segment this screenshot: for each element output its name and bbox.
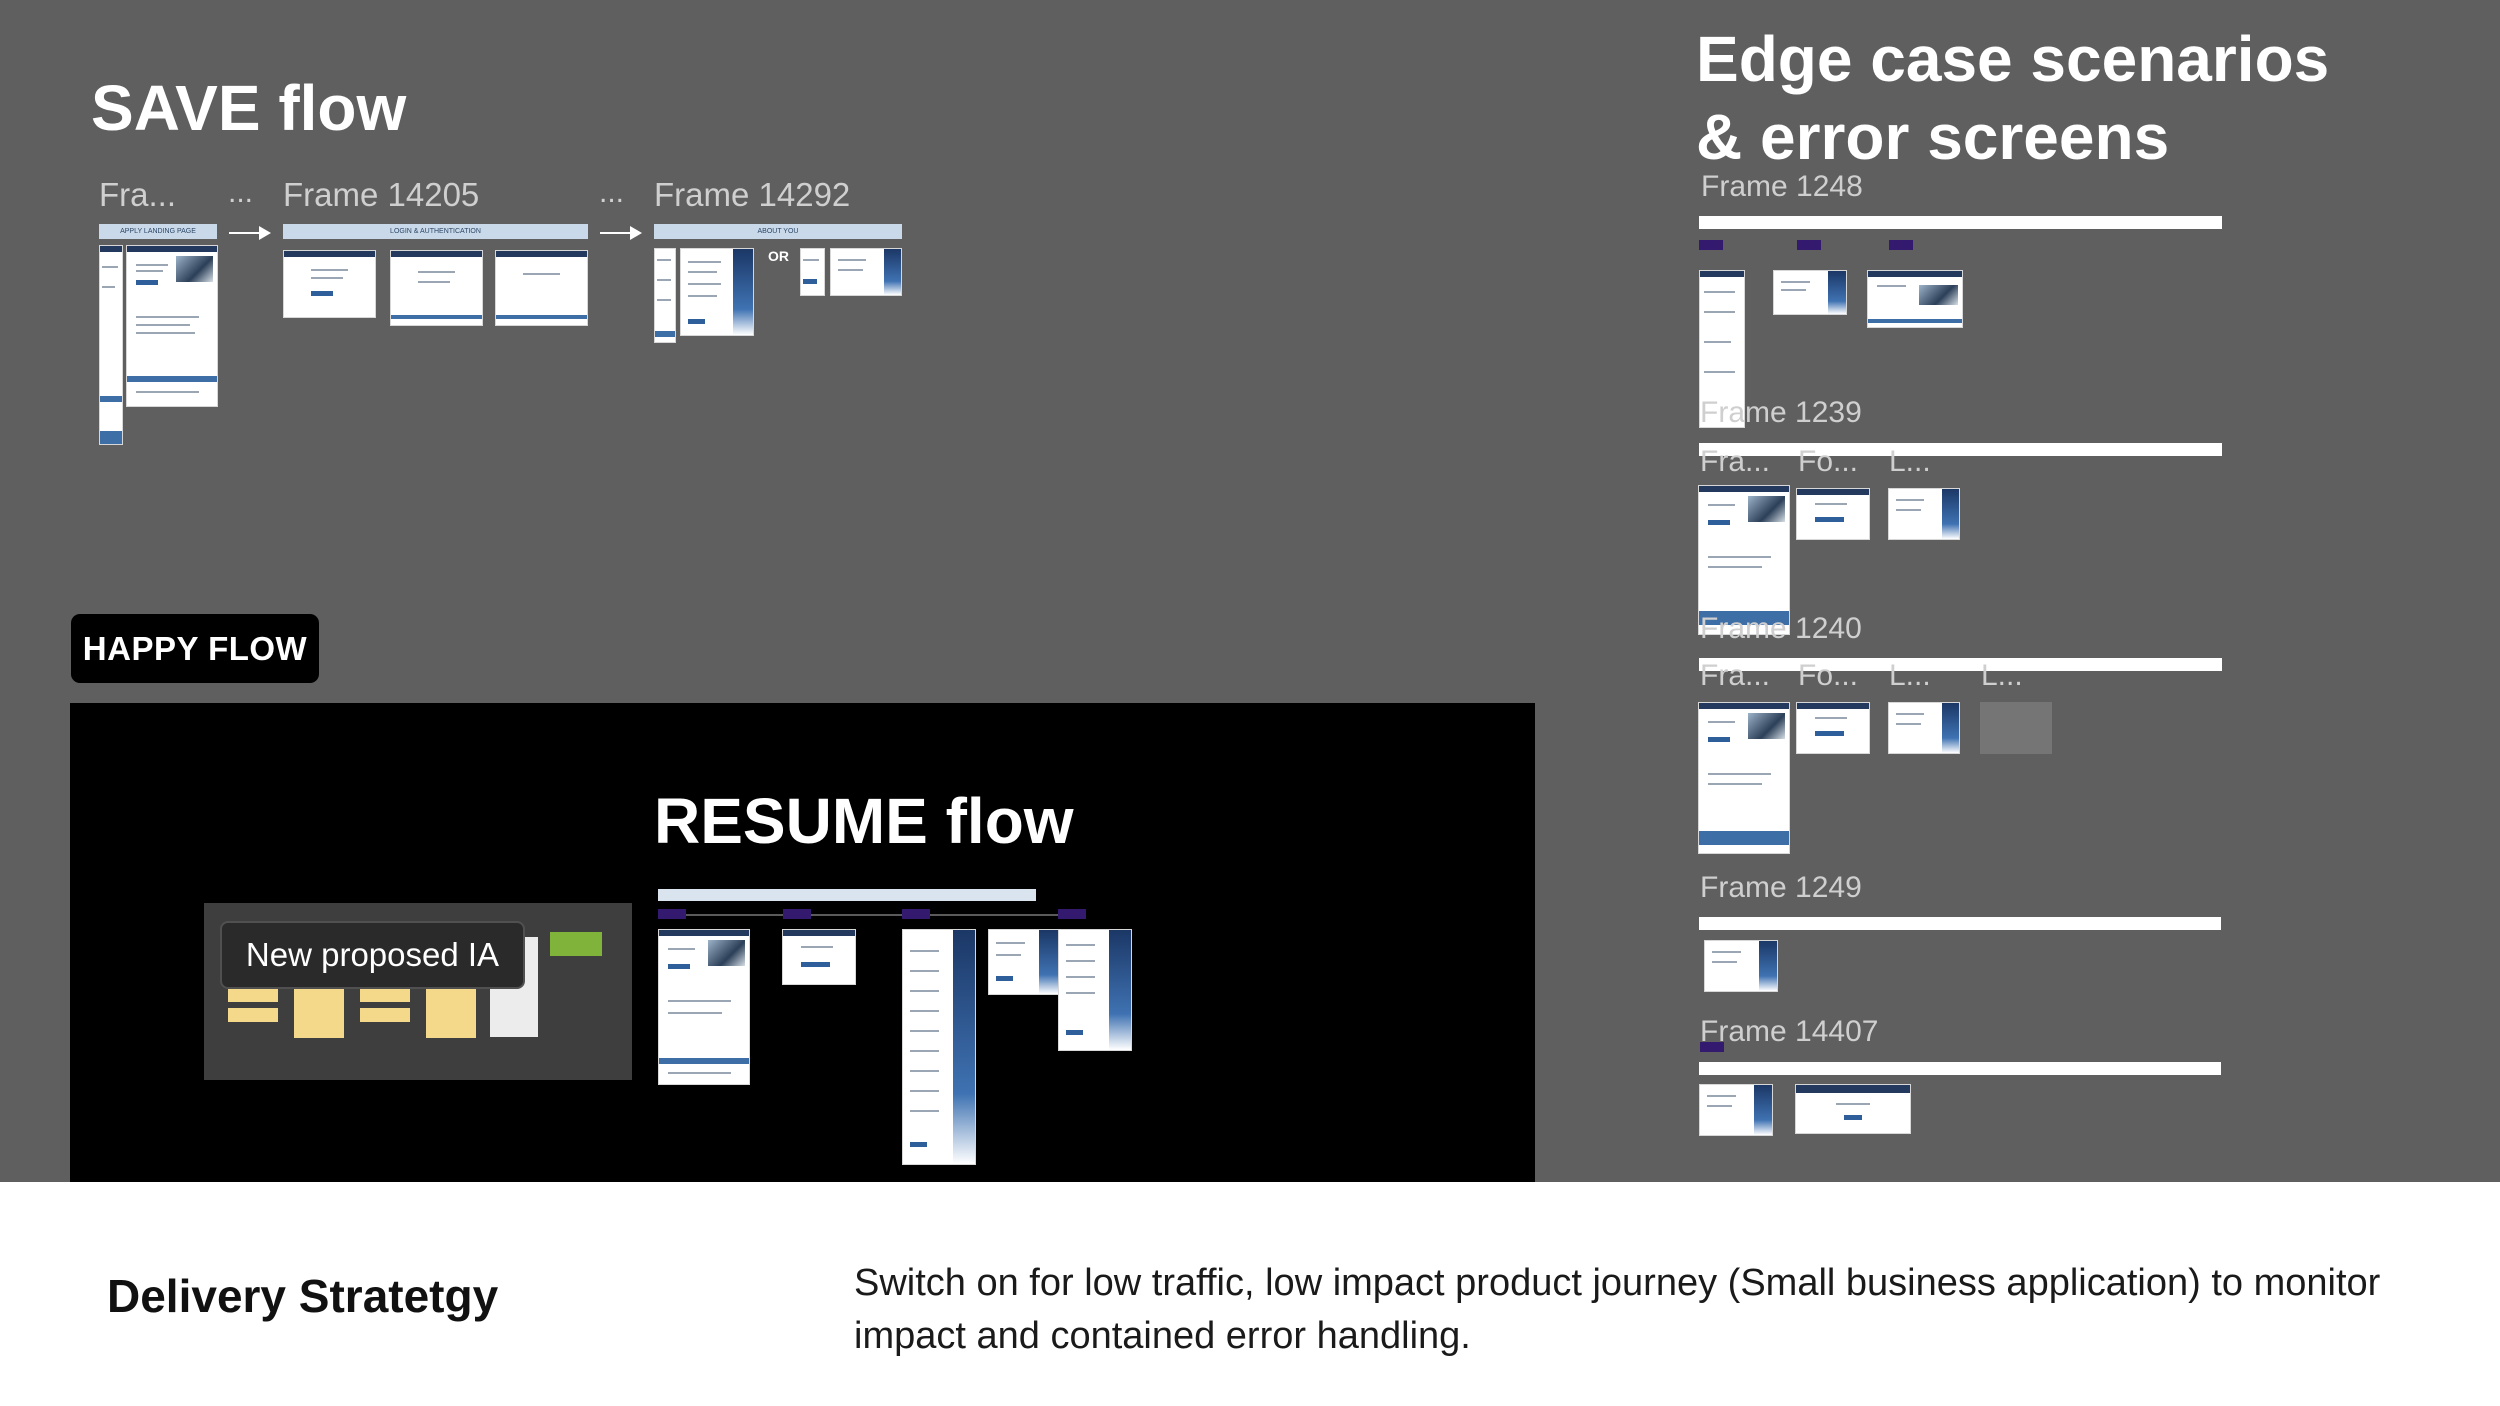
happy-flow-badge[interactable]: HAPPY FLOW: [71, 614, 319, 683]
frame-label-14205[interactable]: Frame 14205: [283, 176, 480, 213]
frame-ellipsis-1: ...: [228, 176, 254, 209]
new-proposed-ia-label[interactable]: New proposed IA: [220, 921, 525, 989]
screen-thumbnail[interactable]: [988, 929, 1062, 995]
screen-thumbnail[interactable]: [1795, 1084, 1911, 1134]
screen-thumbnail[interactable]: [800, 248, 825, 296]
screen-thumbnail[interactable]: [654, 248, 676, 343]
status-tag: [902, 909, 930, 919]
sticky-note[interactable]: [228, 988, 278, 1002]
frame-sublabel[interactable]: Fra...: [1700, 659, 1771, 692]
resume-flow-panel[interactable]: RESUME flow New proposed IA: [70, 703, 1535, 1182]
status-tag: [658, 909, 686, 919]
flow-connector: [658, 914, 1078, 916]
status-tag: [1797, 240, 1821, 250]
disabled-screen-thumbnail: [1980, 702, 2052, 754]
screen-thumbnail[interactable]: [680, 248, 754, 336]
frame-ellipsis-2: ...: [599, 176, 625, 209]
login-auth-header: LOGIN & AUTHENTICATION: [283, 224, 588, 239]
screen-thumbnail[interactable]: [1796, 488, 1870, 540]
apply-landing-header: APPLY LANDING PAGE: [99, 224, 217, 239]
screen-thumbnail[interactable]: [1867, 270, 1963, 328]
edge-case-title-line2: & error screens: [1696, 101, 2170, 173]
status-tag: [783, 909, 811, 919]
status-tag: [1058, 909, 1086, 919]
status-tag: [1889, 240, 1913, 250]
screen-thumbnail[interactable]: [126, 245, 218, 407]
sticky-note-green[interactable]: [550, 932, 602, 956]
design-canvas[interactable]: SAVE flow Fra... ... Frame 14205 ... Fra…: [0, 0, 2500, 1182]
edge-case-title-line1: Edge case scenarios: [1696, 23, 2330, 95]
screen-thumbnail[interactable]: [1699, 1084, 1773, 1136]
delivery-strategy-description: Switch on for low traffic, low impact pr…: [854, 1262, 2381, 1357]
frame-sublabel[interactable]: Fo...: [1798, 659, 1859, 692]
frame-sublabel[interactable]: L...: [1889, 659, 1931, 692]
save-flow-title: SAVE flow: [91, 72, 407, 144]
frame-label-1248[interactable]: Frame 1248: [1701, 170, 1863, 203]
sticky-note[interactable]: [294, 988, 344, 1038]
frame-label-14292[interactable]: Frame 14292: [654, 176, 851, 213]
flow-arrow-2: [600, 226, 642, 240]
screen-thumbnail[interactable]: [658, 929, 750, 1085]
screen-thumbnail[interactable]: [1888, 488, 1960, 540]
frame-label-1240[interactable]: Frame 1240: [1700, 612, 1862, 645]
screen-thumbnail[interactable]: [390, 250, 483, 326]
status-tag: [1699, 240, 1723, 250]
sticky-note[interactable]: [228, 1008, 278, 1022]
frame-header-bar: [1699, 216, 2222, 229]
status-tag: [1700, 1042, 1724, 1052]
screen-thumbnail[interactable]: [1058, 929, 1132, 1051]
screen-thumbnail[interactable]: [902, 929, 976, 1165]
frame-sublabel[interactable]: Fra...: [1700, 445, 1771, 478]
or-label: OR: [768, 248, 789, 264]
resume-flow-title: RESUME flow: [654, 785, 1074, 857]
sticky-note[interactable]: [360, 988, 410, 1002]
screen-thumbnail[interactable]: [1796, 702, 1870, 754]
edge-case-title: Edge case scenarios & error screens: [1696, 20, 2329, 176]
screen-thumbnail[interactable]: [1699, 270, 1745, 428]
frame-header-bar: [1699, 443, 2222, 456]
screen-thumbnail[interactable]: [1888, 702, 1960, 754]
frame-sublabel[interactable]: Fo...: [1798, 445, 1859, 478]
frame-sublabel[interactable]: L...: [1981, 659, 2023, 692]
screen-thumbnail[interactable]: [1704, 940, 1778, 992]
frame-sublabel[interactable]: L...: [1889, 445, 1931, 478]
about-you-header: ABOUT YOU: [654, 224, 902, 239]
frame-label-1239[interactable]: Frame 1239: [1700, 396, 1862, 429]
frame-header-bar: [1699, 917, 2221, 930]
flow-arrow-1: [229, 226, 271, 240]
screen-thumbnail[interactable]: [782, 929, 856, 985]
frame-label-1249[interactable]: Frame 1249: [1700, 871, 1862, 904]
frame-label-a[interactable]: Fra...: [99, 176, 177, 213]
screen-thumbnail[interactable]: [1773, 270, 1847, 315]
sticky-note[interactable]: [426, 988, 476, 1038]
frame-label-14407[interactable]: Frame 14407: [1700, 1015, 1879, 1048]
screen-thumbnail[interactable]: [283, 250, 376, 318]
frame-header-bar: [1699, 658, 2222, 671]
screen-thumbnail[interactable]: [99, 245, 123, 445]
frame-header-bar: [1699, 1062, 2221, 1075]
screen-thumbnail[interactable]: [495, 250, 588, 326]
screen-thumbnail[interactable]: [830, 248, 902, 296]
screen-thumbnail[interactable]: [1698, 702, 1790, 854]
delivery-strategy-title: Delivery Stratetgy: [107, 1270, 499, 1322]
resume-frame-header: [658, 889, 1036, 901]
screen-thumbnail[interactable]: [1698, 485, 1790, 635]
sticky-note[interactable]: [360, 1008, 410, 1022]
